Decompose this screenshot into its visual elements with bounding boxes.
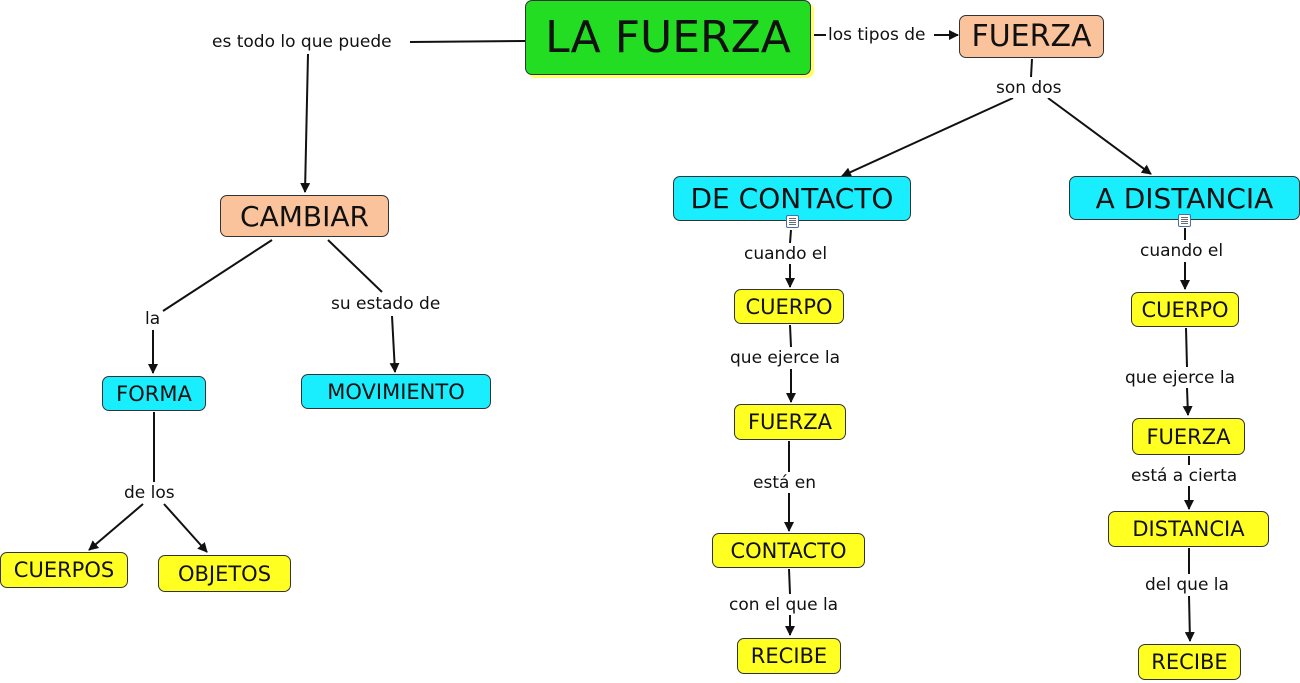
connector-que-ejerce-fuerza-2 — [1182, 387, 1193, 416]
link-son-dos: son dos — [996, 78, 1062, 98]
connector-cambiar-su-estado — [327, 239, 383, 293]
concept-movimiento[interactable]: MOVIMIENTO — [301, 374, 491, 409]
concept-forma[interactable]: FORMA — [102, 376, 206, 411]
concept-fuerza-tipos[interactable]: FUERZA — [959, 15, 1104, 58]
concept-de-contacto[interactable]: DE CONTACTO — [673, 176, 911, 221]
link-contacto-cuando-el: cuando el — [744, 244, 828, 264]
concept-contacto-recibe[interactable]: RECIBE — [737, 638, 841, 674]
connector-cuerpo-que-ejerce — [789, 324, 792, 348]
connector-de-los-cuerpos — [88, 503, 144, 551]
concept-distancia-fuerza[interactable]: FUERZA — [1132, 418, 1245, 455]
concept-cambiar[interactable]: CAMBIAR — [220, 195, 389, 237]
link-contacto-esta-en: está en — [753, 473, 817, 493]
connector-contacto-con-el-que — [788, 568, 791, 595]
link-de-los: de los — [124, 483, 175, 503]
link-su-estado-de: su estado de — [331, 294, 441, 314]
link-la: la — [145, 309, 161, 329]
link-los-tipos-de: los tipos de — [828, 25, 926, 45]
link-distancia-cuando-el: cuando el — [1140, 241, 1224, 261]
connector-son-dos-de-contacto — [841, 97, 1014, 177]
concept-distancia-recibe[interactable]: RECIBE — [1138, 644, 1241, 680]
link-distancia-esta-a-cierta: está a cierta — [1131, 466, 1238, 486]
concept-distancia-distancia[interactable]: DISTANCIA — [1108, 511, 1269, 547]
connector-son-dos-a-distancia — [1047, 97, 1152, 175]
link-distancia-del-que-la: del que la — [1145, 575, 1229, 595]
connector-cuerpo-que-ejerce-2 — [1185, 327, 1188, 368]
link-distancia-que-ejerce: que ejerce la — [1125, 368, 1236, 388]
concept-contacto-cuerpo[interactable]: CUERPO — [734, 289, 844, 324]
link-contacto-que-ejerce: que ejerce la — [730, 348, 841, 368]
concept-contacto-fuerza[interactable]: FUERZA — [734, 404, 846, 440]
connector-de-los-objetos — [163, 503, 208, 553]
connector-cambiar-la — [162, 239, 273, 312]
resource-icon[interactable] — [786, 215, 799, 228]
concept-cuerpos[interactable]: CUERPOS — [0, 552, 128, 588]
connector-es-todo-cambiar — [300, 53, 311, 193]
link-contacto-con-el-que: con el que la — [729, 595, 839, 615]
concept-a-distancia[interactable]: A DISTANCIA — [1069, 176, 1300, 220]
concept-contacto-contacto[interactable]: CONTACTO — [712, 533, 865, 568]
resource-icon[interactable] — [1178, 214, 1191, 227]
link-es-todo: es todo lo que puede — [212, 32, 392, 52]
concept-la-fuerza[interactable]: LA FUERZA — [525, 0, 811, 75]
connector-fuerza-son-dos — [1030, 58, 1033, 78]
connector-la-fuerza-es-todo — [409, 40, 526, 43]
concept-distancia-cuerpo[interactable]: CUERPO — [1131, 292, 1239, 327]
connector-de-contacto-cuando-el — [789, 229, 792, 244]
connector-del-que-la-recibe — [1184, 595, 1195, 642]
concept-objetos[interactable]: OBJETOS — [158, 555, 291, 592]
connector-su-estado-movimiento — [389, 315, 400, 373]
